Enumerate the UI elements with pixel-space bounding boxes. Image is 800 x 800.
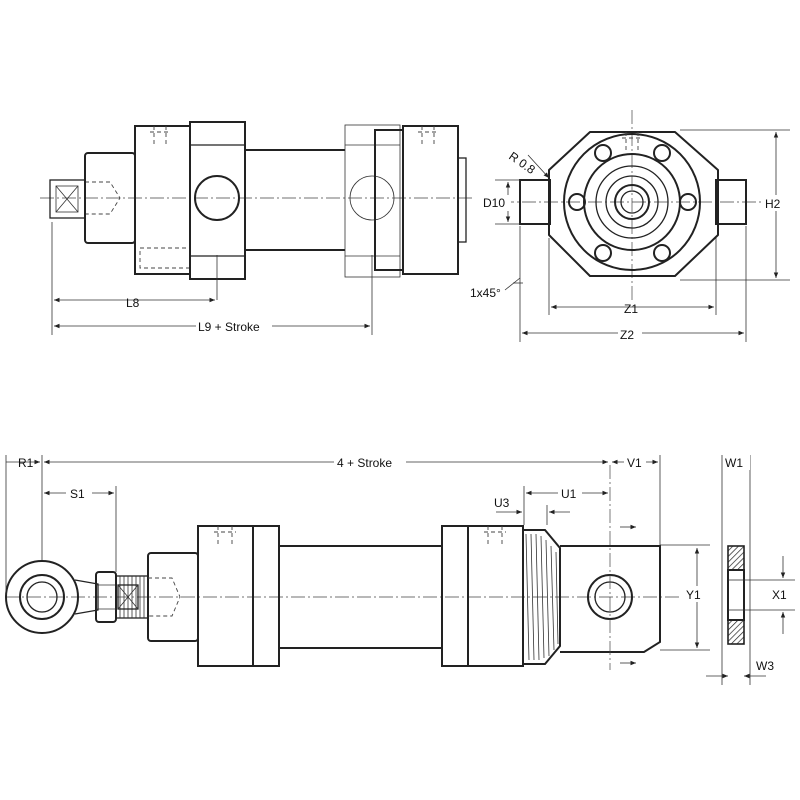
label-l8: L8 <box>126 296 140 310</box>
label-r08: R 0.8 <box>506 149 538 177</box>
top-end-view <box>495 110 790 342</box>
dimension-z1: Z1 <box>551 302 714 316</box>
label-v1: V1 <box>627 456 642 470</box>
label-y1: Y1 <box>686 588 701 602</box>
dimension-x1: X1 <box>770 556 796 634</box>
top-side-view <box>40 121 475 335</box>
label-chamfer: 1x45° <box>470 286 501 300</box>
label-u3: U3 <box>494 496 510 510</box>
dimension-4-stroke: 4 + Stroke <box>44 454 608 470</box>
dimension-l8: L8 <box>54 296 215 310</box>
dimension-s1: S1 <box>44 485 114 501</box>
label-w1: W1 <box>725 456 743 470</box>
dimension-d10: D10 <box>481 182 511 222</box>
label-s1: S1 <box>70 487 85 501</box>
label-z2: Z2 <box>620 328 634 342</box>
dimension-v1: V1 <box>612 454 658 470</box>
dimension-w3: W3 <box>706 659 774 679</box>
dimension-r1: R1 <box>6 456 40 470</box>
label-4-stroke: 4 + Stroke <box>337 456 392 470</box>
dimension-l9: L9 + Stroke <box>54 318 370 334</box>
label-d10: D10 <box>483 196 505 210</box>
dimension-u3: U3 <box>494 496 570 515</box>
label-z1: Z1 <box>624 302 638 316</box>
label-x1: X1 <box>772 588 787 602</box>
label-r1: R1 <box>18 456 34 470</box>
label-h2: H2 <box>765 197 781 211</box>
bottom-side-view <box>5 455 710 670</box>
dimension-u1: U1 <box>526 485 608 501</box>
label-u1: U1 <box>561 487 577 501</box>
clevis-section-view <box>721 455 795 685</box>
dimension-z2: Z2 <box>522 325 744 342</box>
dimension-h2: H2 <box>762 132 790 278</box>
dimension-w1: W1 <box>724 454 750 470</box>
dimension-y1: Y1 <box>684 548 708 648</box>
label-w3: W3 <box>756 659 774 673</box>
label-l9-stroke: L9 + Stroke <box>198 320 260 334</box>
